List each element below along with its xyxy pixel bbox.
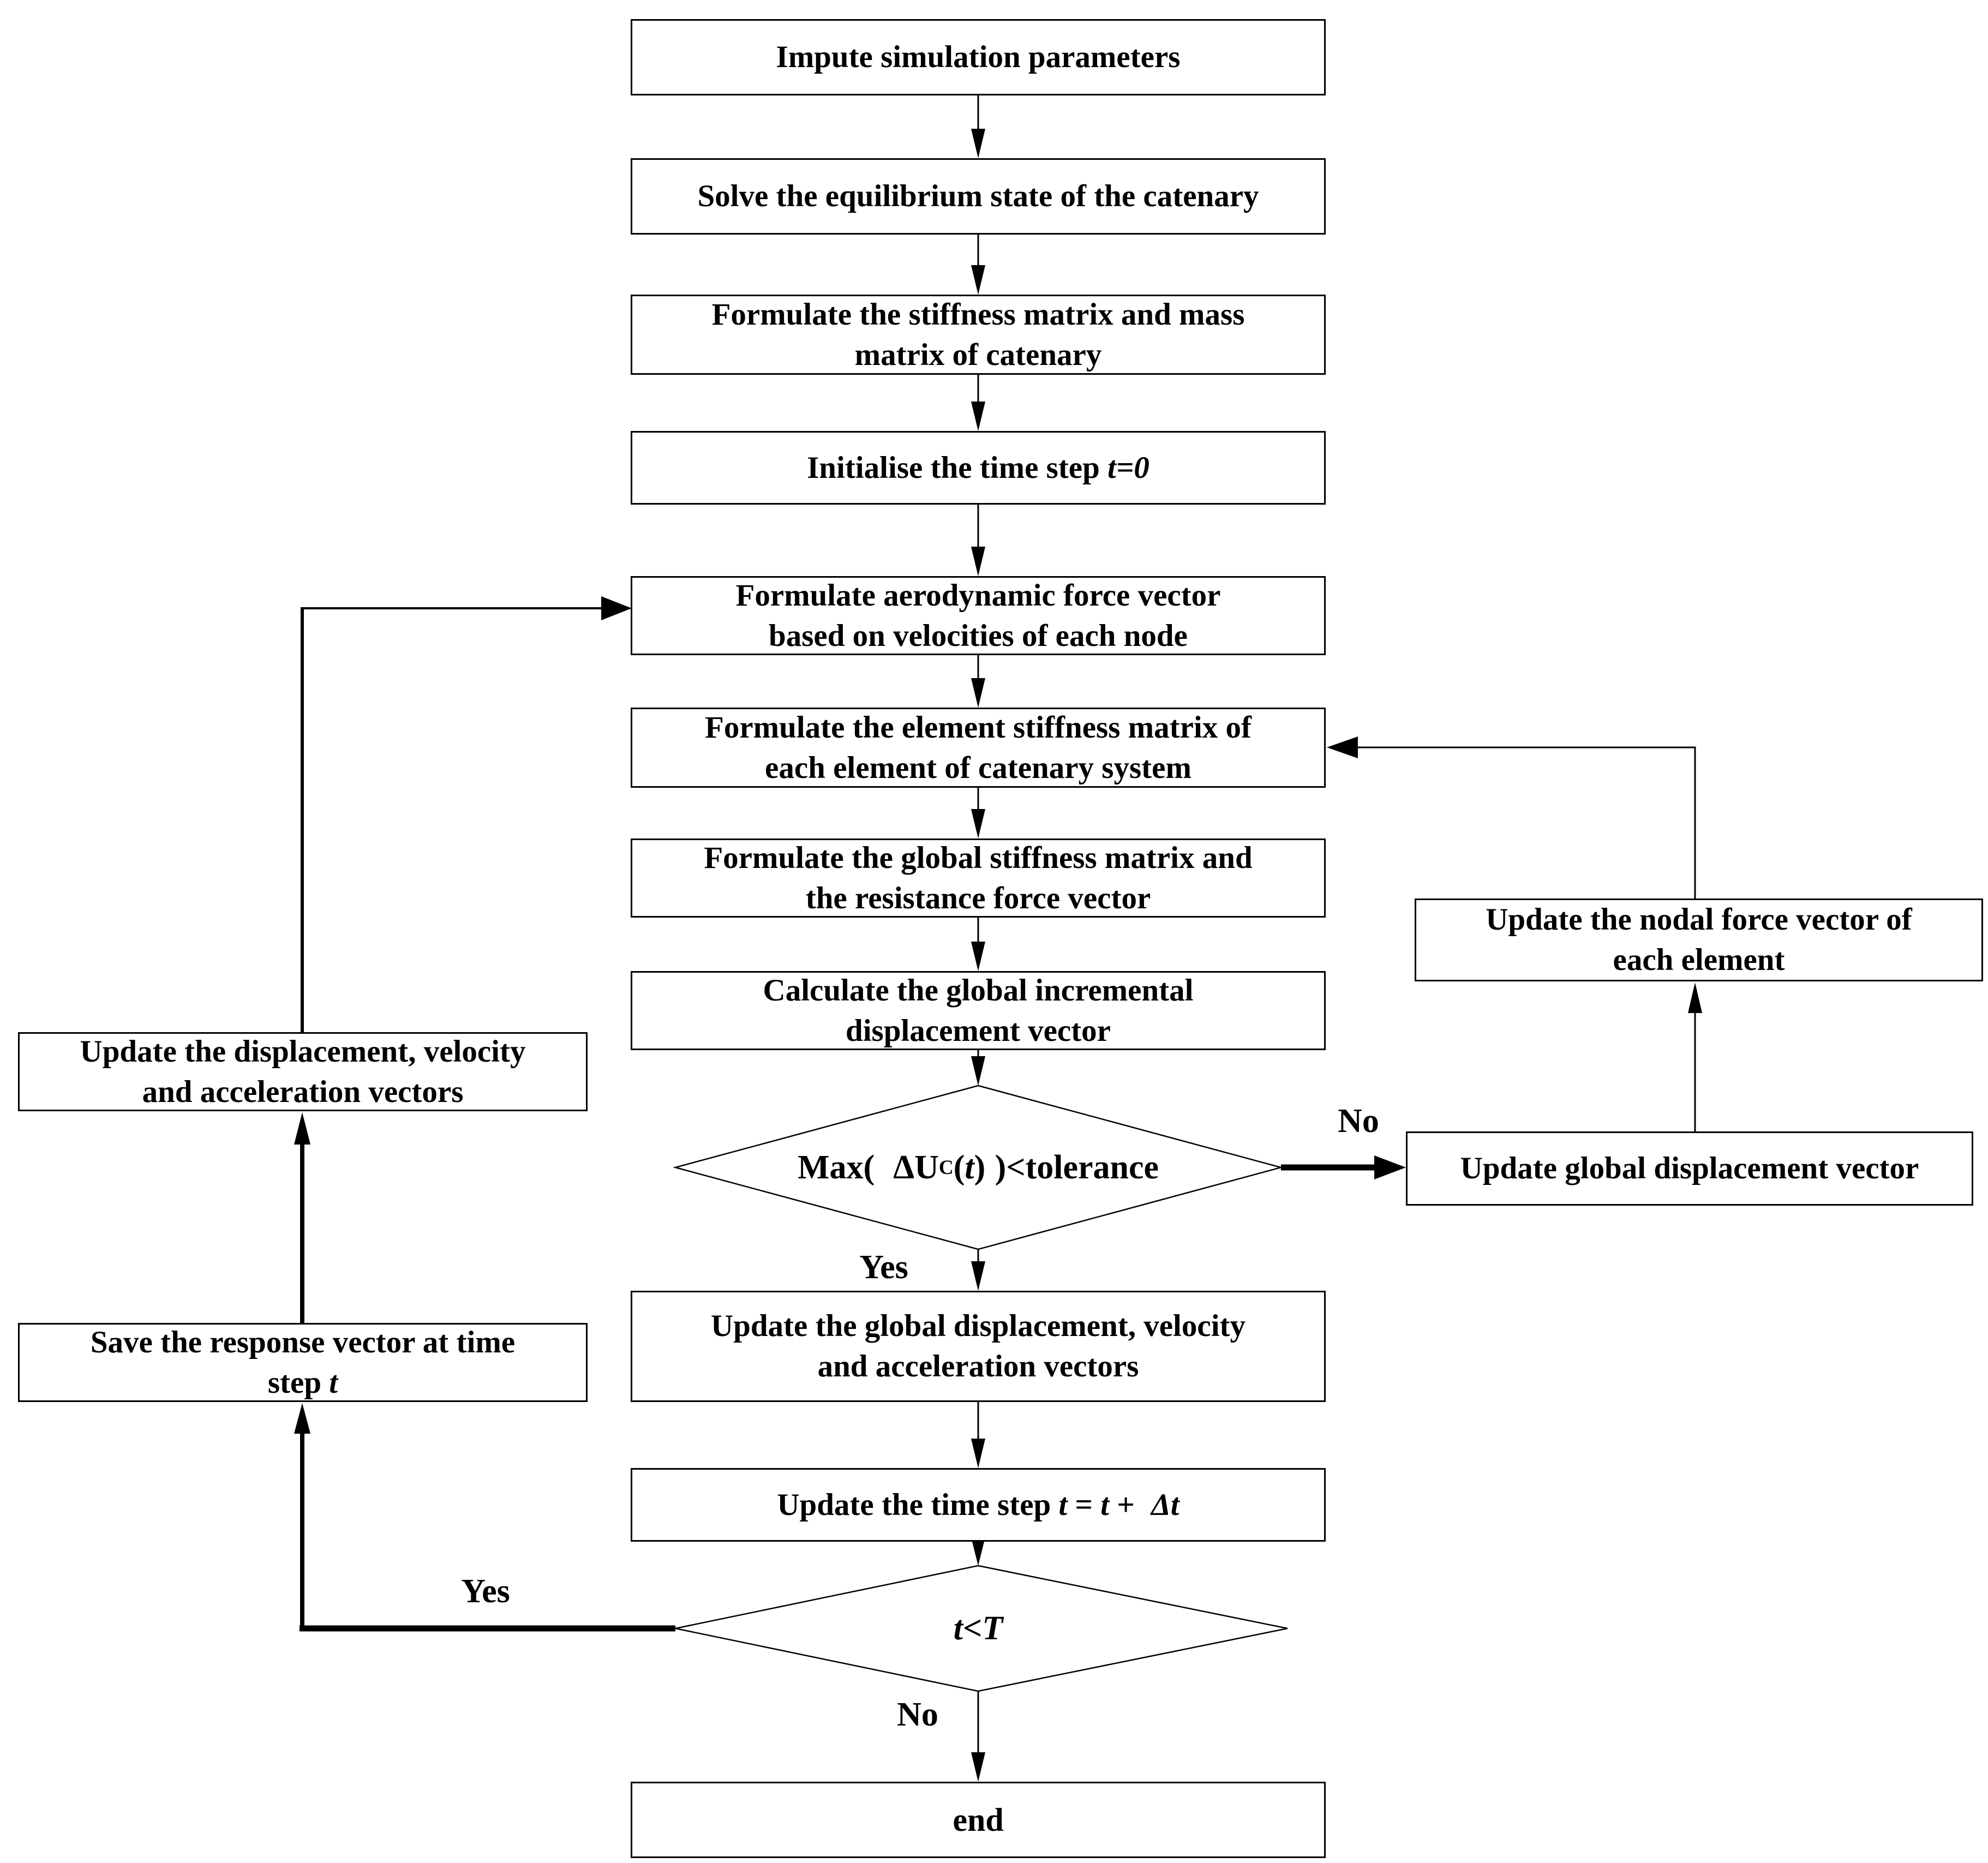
node-update-time-step: Update the time step t = t + Δt xyxy=(631,1468,1326,1542)
node-text: each element xyxy=(1613,943,1785,977)
node-text: Formulate the global stiffness matrix an… xyxy=(704,840,1253,875)
edge-label-tolerance-no: No xyxy=(1338,1103,1379,1140)
node-impute-simulation-parameters: Impute simulation parameters xyxy=(631,19,1326,95)
node-text: Update global displacement vector xyxy=(1460,1151,1919,1185)
node-aerodynamic-force: Formulate aerodynamic force vector based… xyxy=(631,576,1326,655)
node-text: Update the nodal force vector of xyxy=(1486,902,1912,937)
node-text: Update the global displacement, velocity xyxy=(710,1309,1246,1343)
node-solve-equilibrium: Solve the equilibrium state of the caten… xyxy=(631,158,1326,235)
node-text: and acceleration vectors xyxy=(142,1074,464,1109)
node-incremental-displacement: Calculate the global incremental displac… xyxy=(631,971,1326,1050)
node-text: the resistance force vector xyxy=(805,880,1151,915)
node-initialise-time-step: Initialise the time step t=0 xyxy=(631,431,1326,505)
node-stiffness-mass-matrix: Formulate the stiffness matrix and mass … xyxy=(631,295,1326,375)
arrow-time-yes xyxy=(294,1403,675,1632)
node-text: based on velocities of each node xyxy=(769,618,1188,653)
node-text: Calculate the global incremental xyxy=(763,973,1194,1008)
node-text: and acceleration vectors xyxy=(817,1349,1139,1383)
edge-label-time-no: No xyxy=(897,1696,938,1733)
node-text: displacement vector xyxy=(846,1013,1111,1048)
node-text: Save the response vector at time xyxy=(90,1325,516,1359)
math-t-equals-zero: t=0 xyxy=(1107,450,1149,485)
node-text: Solve the equilibrium state of the caten… xyxy=(697,179,1259,213)
node-update-global-dva: Update the global displacement, velocity… xyxy=(631,1291,1326,1402)
node-end: end xyxy=(631,1782,1326,1858)
node-text: Initialise the time step t=0 xyxy=(807,450,1149,485)
node-text: step t xyxy=(267,1365,338,1400)
edge-label-tolerance-yes: Yes xyxy=(859,1249,908,1286)
node-text: matrix of catenary xyxy=(854,337,1102,372)
node-update-global-displacement: Update global displacement vector xyxy=(1406,1131,1973,1206)
node-text: Impute simulation parameters xyxy=(776,40,1181,74)
node-update-nodal-force: Update the nodal force vector of each el… xyxy=(1415,898,1983,981)
node-text: Update the time step t = t + Δt xyxy=(777,1487,1179,1522)
node-text: Formulate the element stiffness matrix o… xyxy=(705,710,1252,745)
arrow-update-dva-to-aero xyxy=(301,596,632,1032)
decision-time-label: t < T xyxy=(953,1609,1003,1647)
node-update-dva: Update the displacement, velocity and ac… xyxy=(18,1032,588,1111)
arrow-nodal-force-to-element-stiffness xyxy=(1327,736,1696,898)
node-global-stiffness: Formulate the global stiffness matrix an… xyxy=(631,838,1326,918)
edge-label-time-yes: Yes xyxy=(461,1573,510,1610)
node-text: each element of catenary system xyxy=(765,750,1191,785)
node-text: end xyxy=(953,1802,1004,1838)
node-element-stiffness: Formulate the element stiffness matrix o… xyxy=(631,708,1326,788)
arrow-global-disp-to-nodal-force xyxy=(1688,983,1702,1131)
node-text: Formulate the stiffness matrix and mass xyxy=(711,297,1245,332)
node-save-response: Save the response vector at time step t xyxy=(18,1323,588,1402)
arrow-save-to-update-dva xyxy=(294,1112,310,1323)
arrowheads-main-column xyxy=(971,129,985,1782)
node-text: Formulate aerodynamic force vector xyxy=(735,578,1221,613)
arrow-tolerance-no xyxy=(1281,1155,1406,1179)
node-text: Update the displacement, velocity xyxy=(80,1034,526,1069)
